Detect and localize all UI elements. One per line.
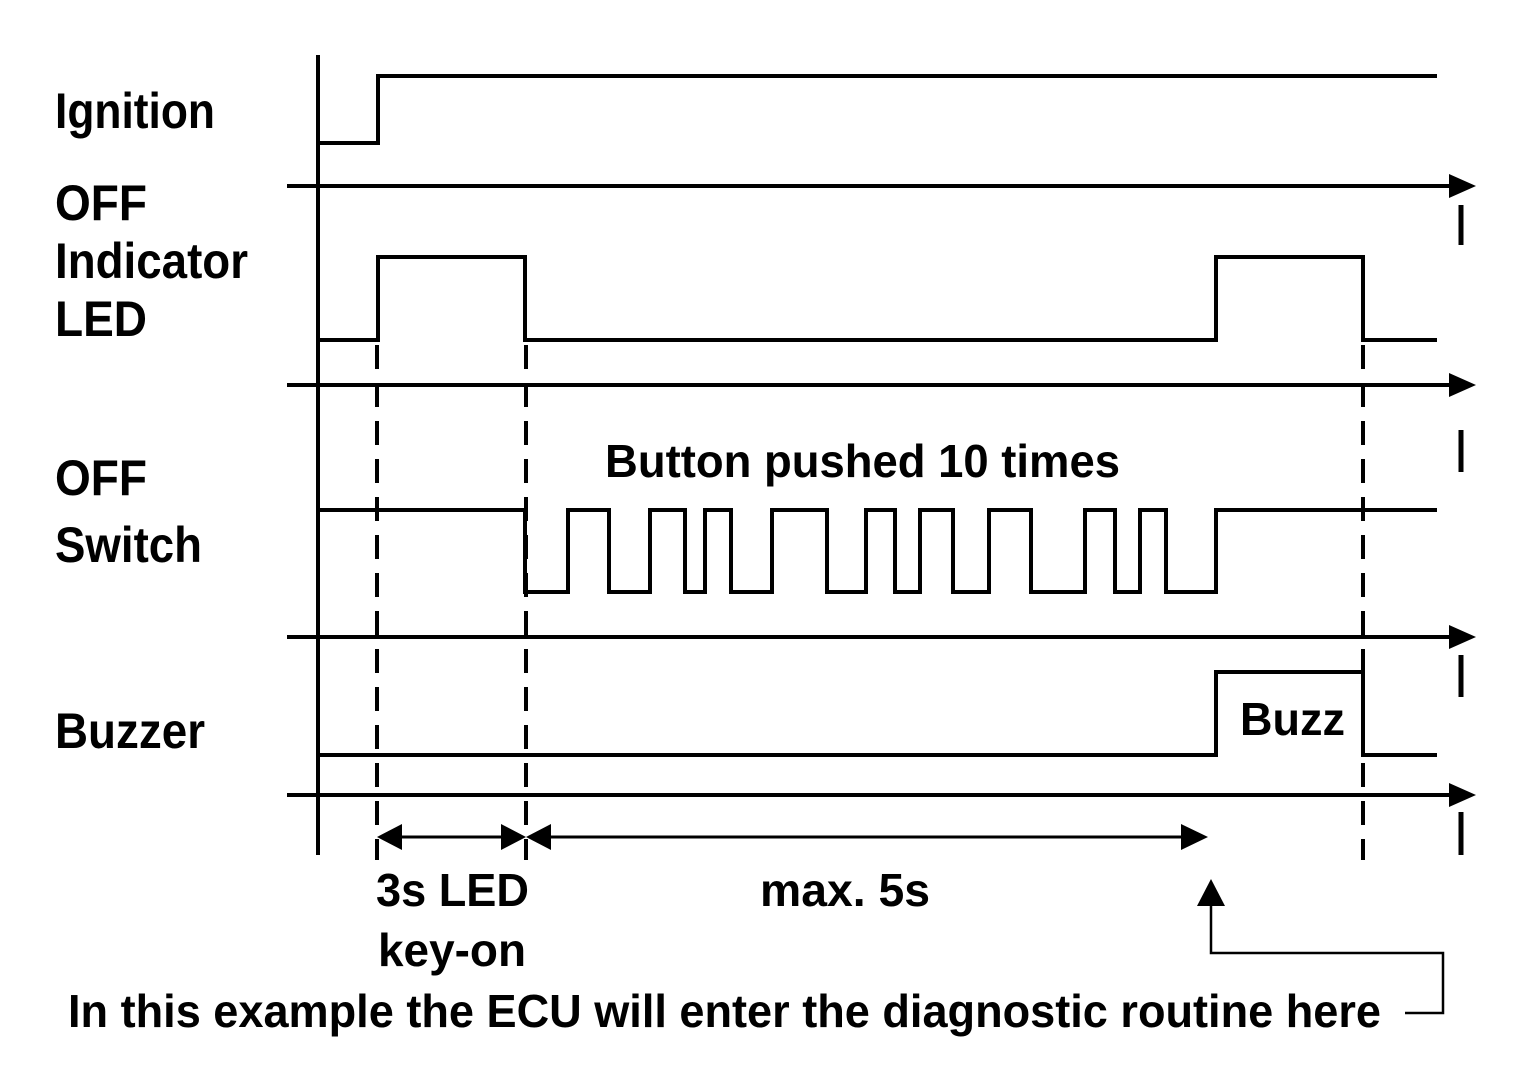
time-axes: [287, 174, 1476, 807]
off-switch-waveform: [318, 508, 1437, 594]
led-interval-label-line2: key-on: [378, 924, 526, 976]
ignition-waveform: [318, 74, 1437, 145]
led-interval-arrow-right: [501, 824, 526, 850]
buzz-label: Buzz: [1240, 693, 1345, 745]
ignition-label: Ignition: [55, 83, 215, 139]
led-interval-arrow-left: [377, 824, 402, 850]
buzzer-waveform: [318, 670, 1437, 757]
indicator-led-label-line3: LED: [55, 291, 147, 347]
off-switch-time-axis: [287, 625, 1476, 649]
indicator-led-label-line1: OFF: [55, 175, 147, 231]
off-switch-label-line2: Switch: [55, 517, 202, 573]
ignition-time-axis: [287, 174, 1476, 198]
led-interval-label-line1: 3s LED: [376, 864, 529, 916]
buzzer-time-axis: [287, 783, 1476, 807]
diagnostic-caption: In this example the ECU will enter the d…: [68, 985, 1381, 1037]
indicator-led-label-line2: Indicator: [55, 233, 248, 289]
waveforms: [318, 74, 1437, 757]
off-switch-label-line1: OFF: [55, 450, 147, 506]
max-interval-arrow-right: [1181, 824, 1208, 850]
interval-arrows: [377, 824, 1208, 850]
diagnostic-entry-callout: [1197, 879, 1445, 1015]
buzzer-label: Buzzer: [55, 703, 205, 759]
diagnostic-entry-arrowhead: [1197, 879, 1225, 906]
indicator-led-waveform: [318, 255, 1437, 342]
dashed-time-markers: [375, 345, 1365, 860]
max-interval-arrow-left: [526, 824, 551, 850]
button-pushed-label: Button pushed 10 times: [605, 435, 1120, 487]
max-interval-label: max. 5s: [760, 864, 930, 916]
indicator-led-time-axis: [287, 373, 1476, 397]
